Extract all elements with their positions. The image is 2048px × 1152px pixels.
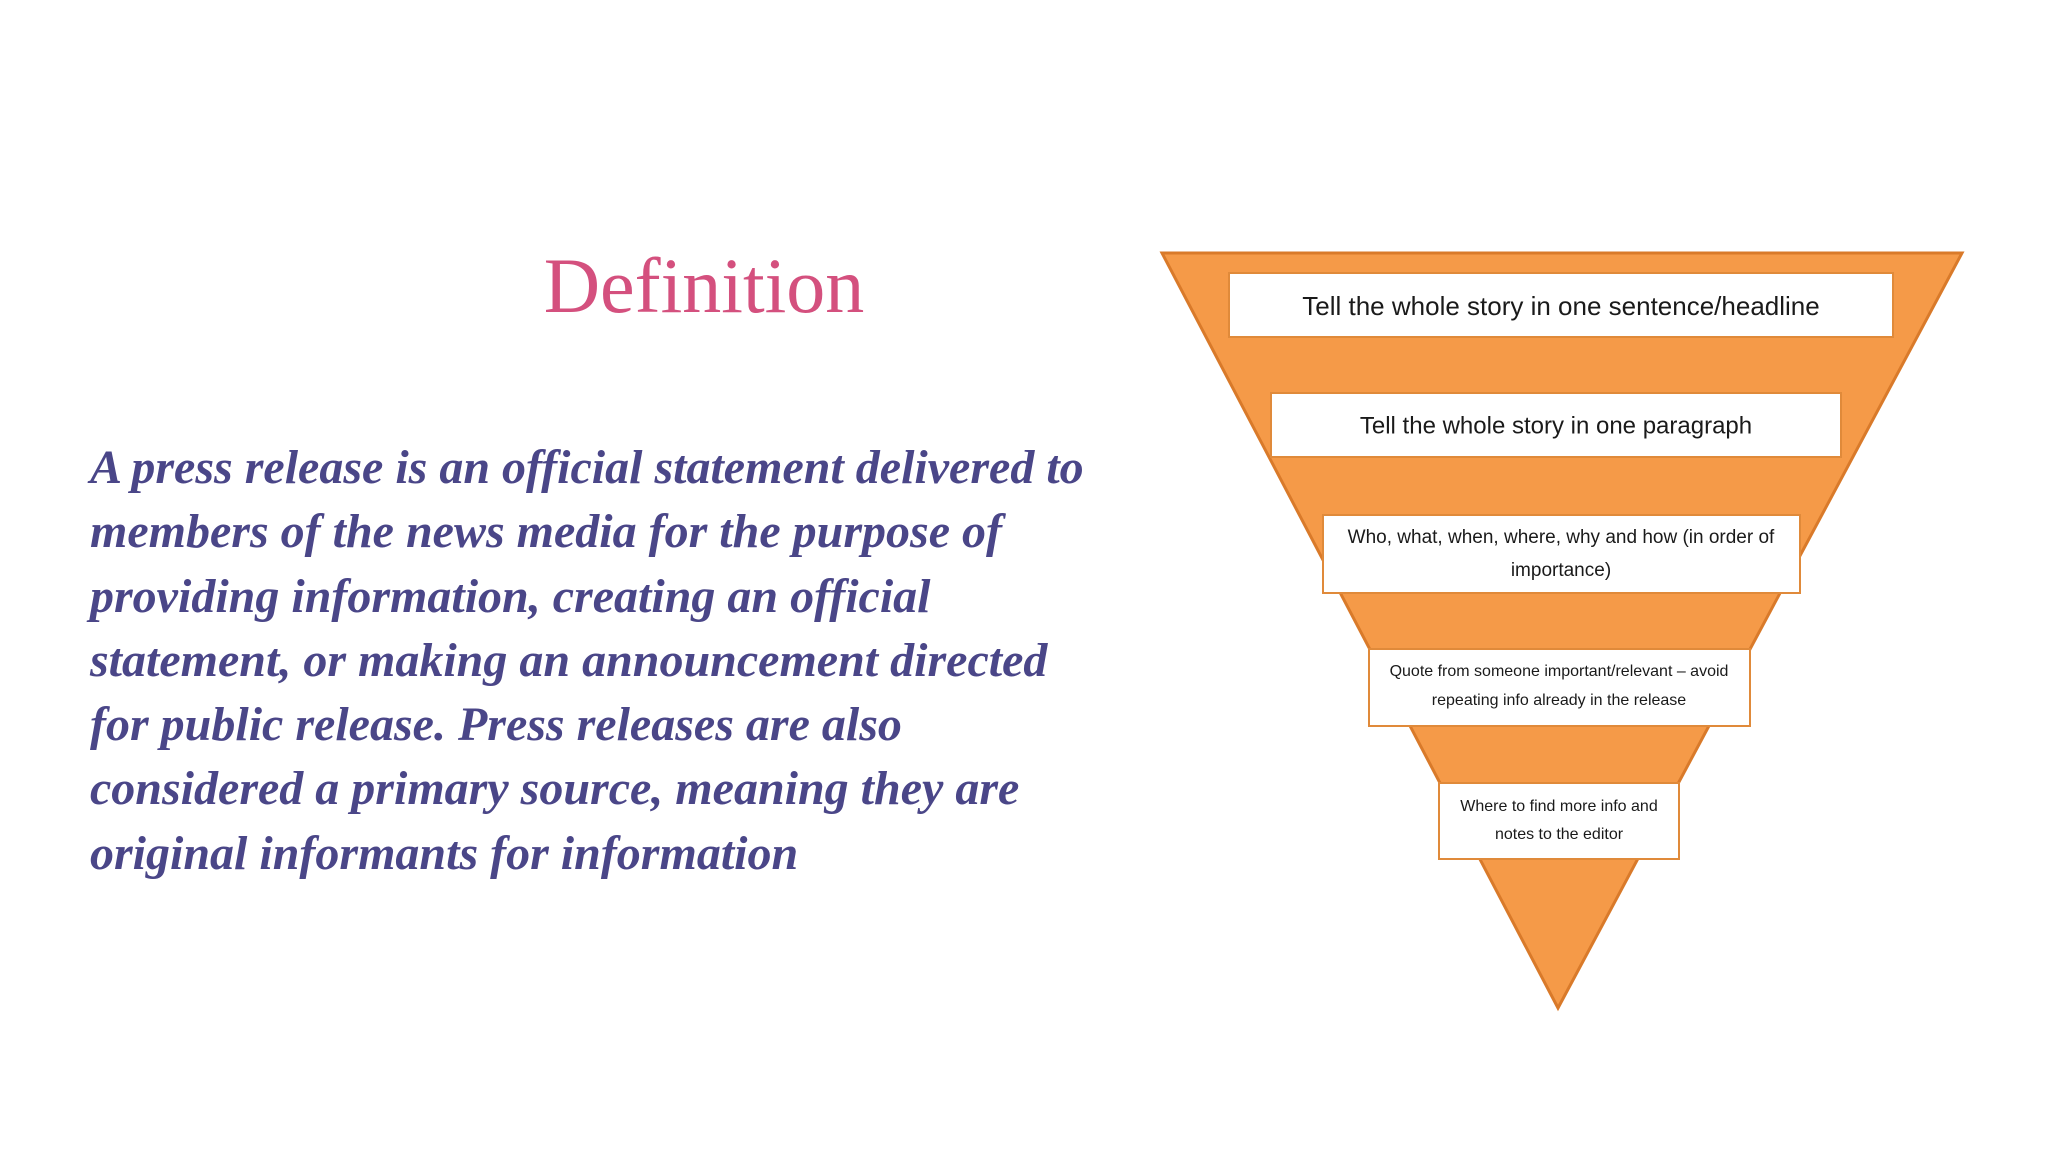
pyramid-level-text: Tell the whole story in one sentence/hea… — [1302, 291, 1819, 321]
definition-line: statement, or making an announcement dir… — [90, 633, 1048, 687]
pyramid-level-text: importance) — [1511, 560, 1611, 581]
pyramid-level-box — [1368, 648, 1751, 727]
pyramid-level-1: Tell the whole story in one sentence/hea… — [1228, 272, 1894, 338]
pyramid-level-4: Quote from someone important/relevant – … — [1368, 648, 1751, 727]
pyramid-level-box — [1228, 272, 1894, 338]
definition-line: A press release is an official statement… — [90, 441, 1084, 494]
pyramid-level-text: notes to the editor — [1495, 826, 1624, 843]
pyramid-level-5: Where to find more info and notes to the… — [1438, 782, 1680, 860]
pyramid-level-3: Who, what, when, where, why and how (in … — [1322, 514, 1801, 594]
pyramid-level-box — [1270, 392, 1842, 458]
pyramid-level-2: Tell the whole story in one paragraph — [1270, 392, 1842, 458]
definition-line: considered a primary source, meaning the… — [90, 762, 1020, 816]
definition-line: original informants for information — [90, 826, 799, 880]
pyramid-level-text: Tell the whole story in one paragraph — [1360, 412, 1752, 439]
pyramid-triangle — [1159, 251, 1965, 1012]
pyramid-level-box — [1438, 782, 1680, 860]
definition-line: for public release. Press releases are a… — [90, 698, 902, 752]
pyramid-level-text: Where to find more info and — [1460, 798, 1657, 815]
definition-text: A press release is an official statement… — [90, 436, 1170, 886]
slide-title: Definition — [543, 242, 865, 329]
pyramid-level-text: Who, what, when, where, why and how (in … — [1348, 527, 1775, 548]
definition-line: providing information, creating an offic… — [90, 569, 931, 623]
pyramid-level-text: Quote from someone important/relevant – … — [1390, 663, 1729, 680]
pyramid-level-box — [1322, 514, 1801, 594]
pyramid-level-text: repeating info already in the release — [1432, 692, 1686, 709]
definition-line: members of the news media for the purpos… — [90, 505, 1002, 559]
